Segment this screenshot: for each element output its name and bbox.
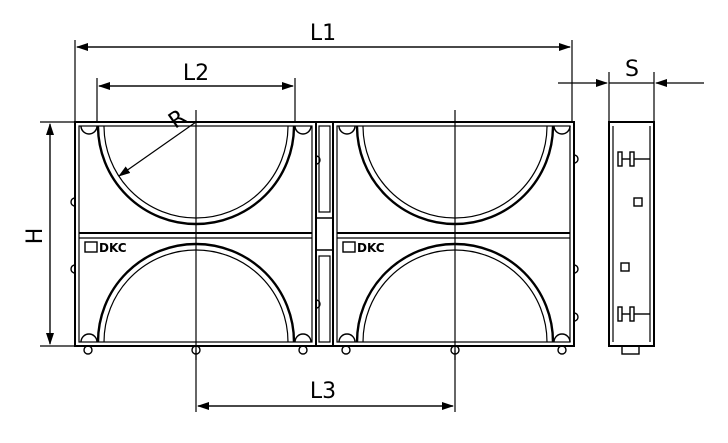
center-connector: [315, 121, 334, 347]
left-holder-block: [70, 121, 317, 355]
dimension-l1: [74, 40, 573, 122]
right-holder-block: [332, 121, 579, 355]
left-logo-text: DKC: [99, 241, 127, 255]
dimension-h: [40, 121, 76, 347]
dimension-l3-label: L3: [310, 379, 336, 404]
dimension-s: [558, 72, 704, 122]
side-view: [608, 121, 655, 355]
dimension-r-label: R: [164, 105, 191, 134]
left-logo: DKC: [84, 241, 127, 255]
centerlines: [195, 110, 456, 360]
dimension-s-label: S: [625, 57, 639, 82]
dimension-h-label: H: [23, 228, 48, 245]
dimension-l2-label: L2: [183, 61, 209, 86]
dimension-l2: [96, 78, 296, 122]
dimension-l3: [195, 350, 456, 412]
dimension-r: [118, 121, 197, 177]
dimension-l1-label: L1: [310, 21, 336, 46]
right-logo: DKC: [342, 241, 385, 255]
right-logo-text: DKC: [357, 241, 385, 255]
